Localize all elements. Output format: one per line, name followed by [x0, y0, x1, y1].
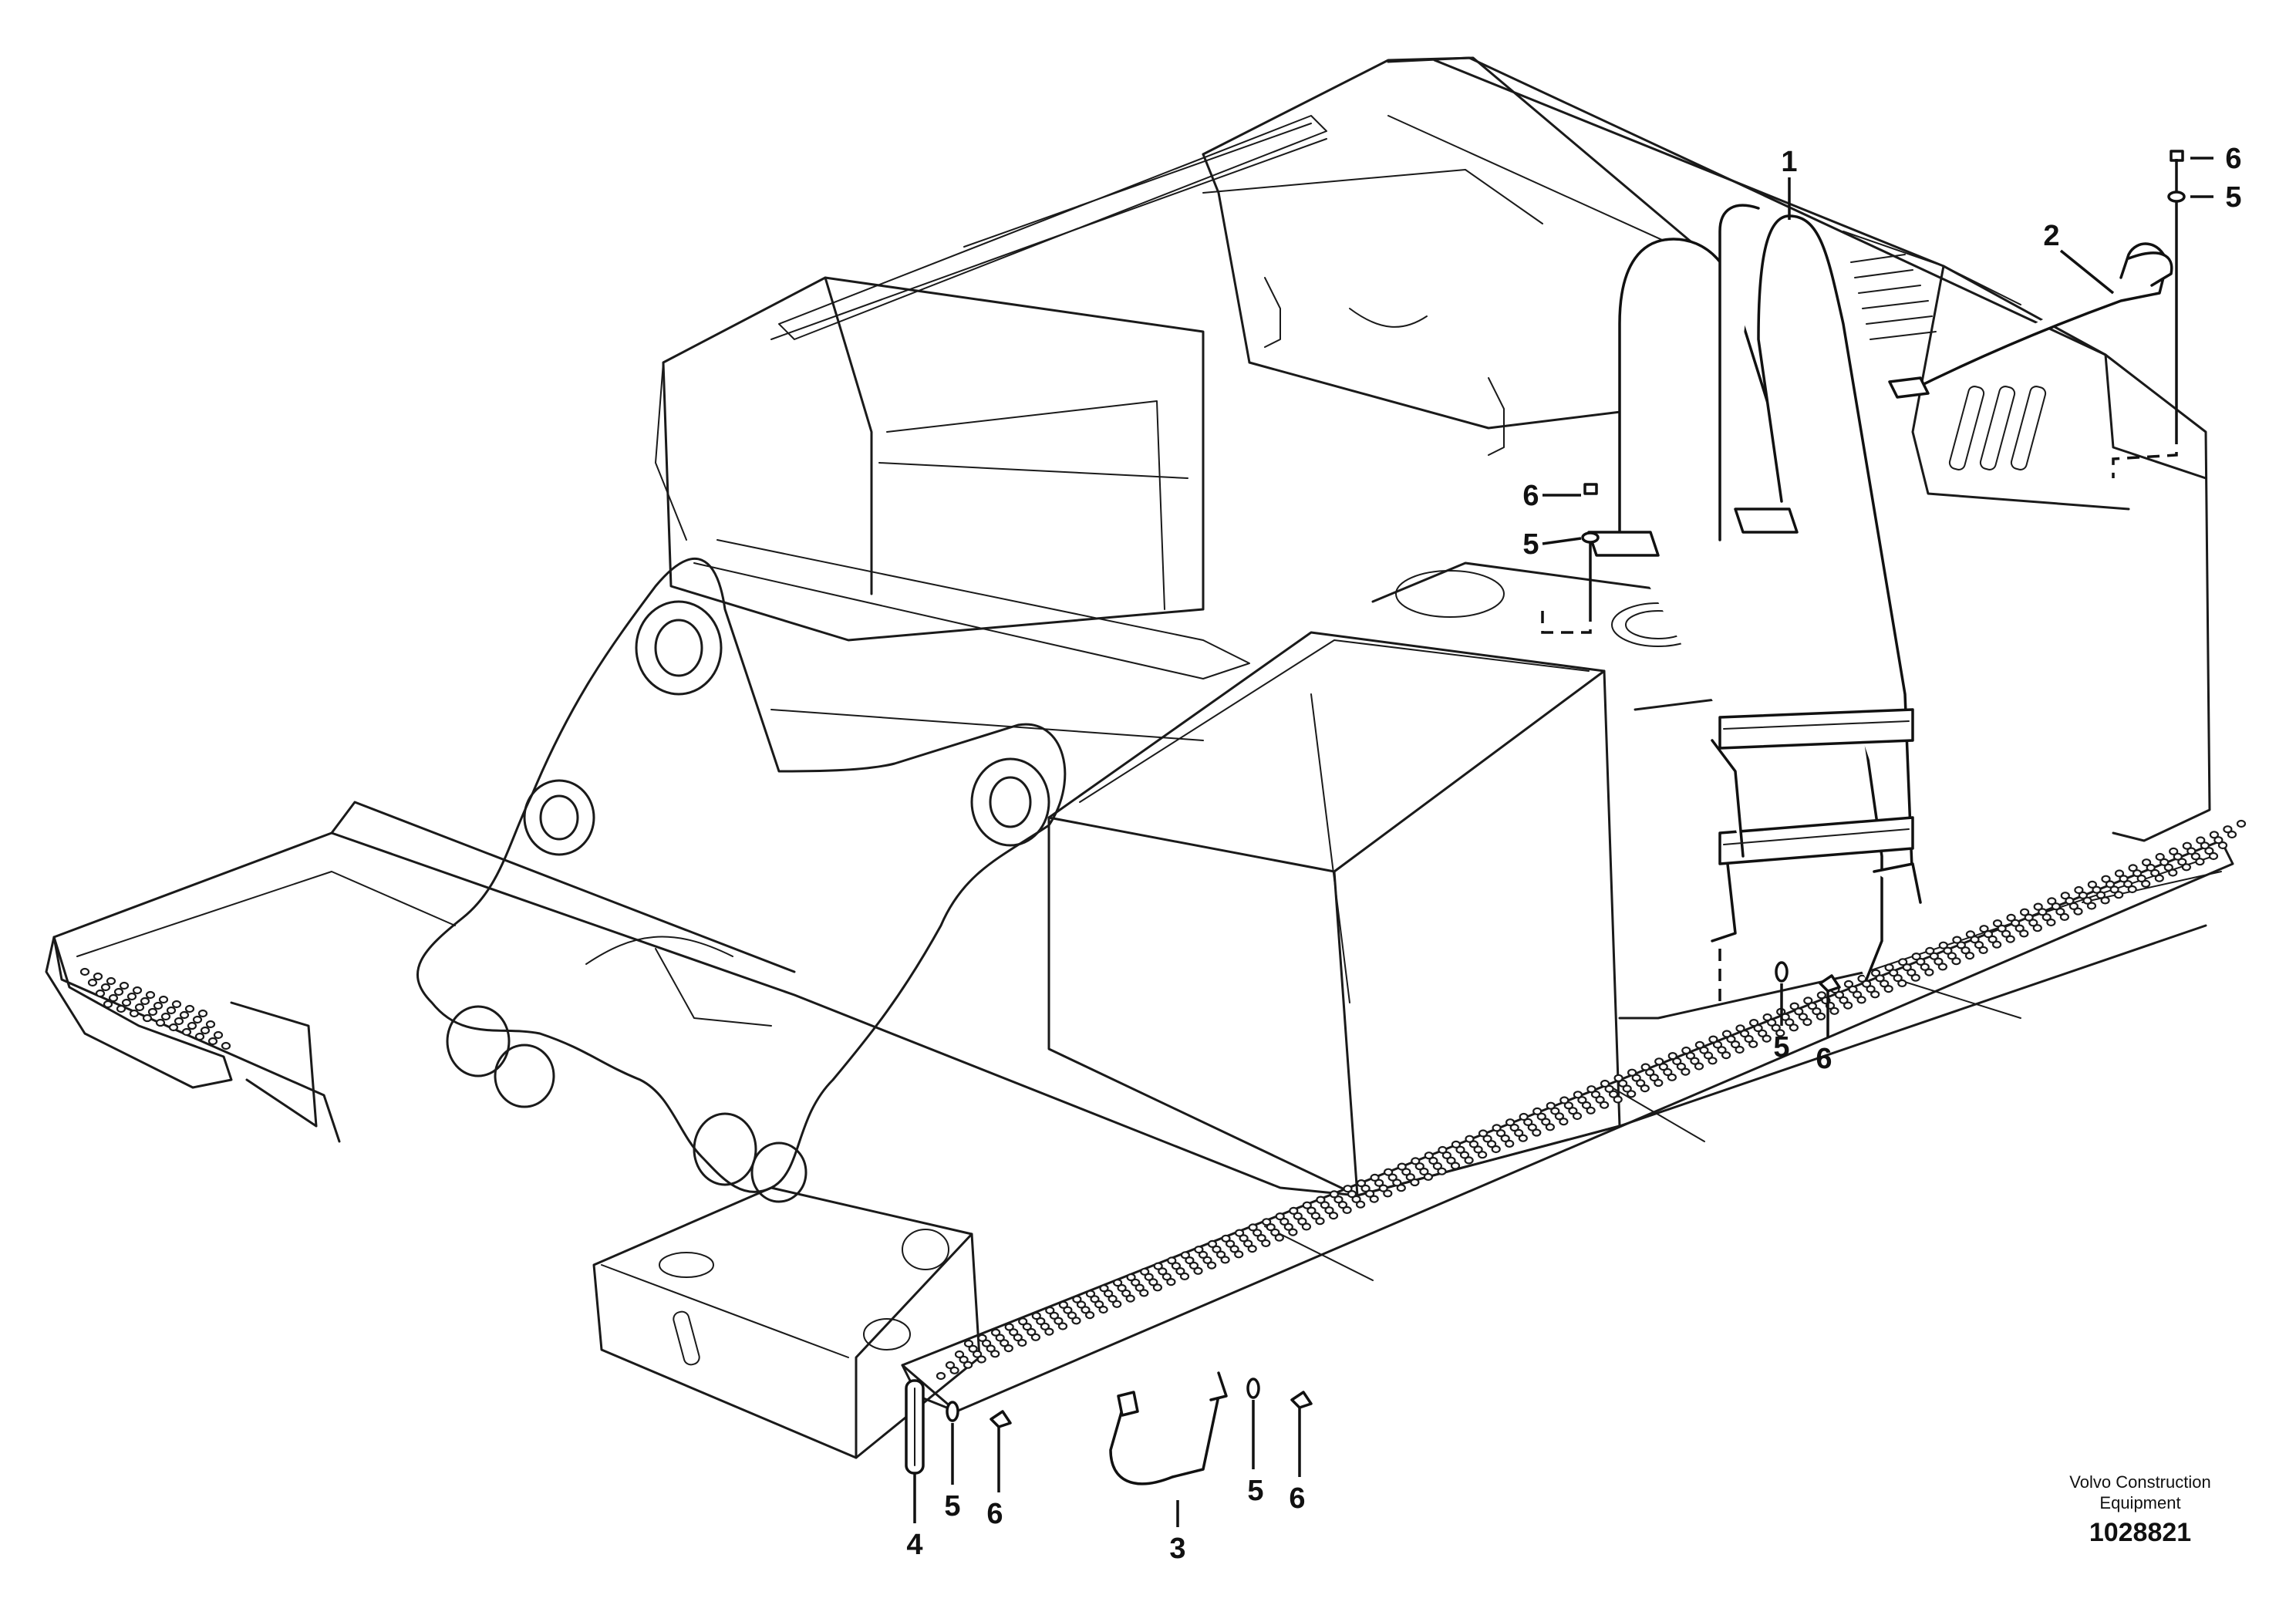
callout-5-ladder-top: 5 — [1522, 528, 1539, 561]
callout-3: 3 — [1169, 1533, 1185, 1565]
manufacturer-label: Volvo Construction Equipment — [2069, 1472, 2211, 1512]
callout-1: 1 — [1781, 146, 1797, 178]
callout-6-front-right: 6 — [1289, 1482, 1305, 1515]
callout-5-front-left: 5 — [944, 1490, 960, 1523]
callout-leader-lines — [913, 157, 2213, 1527]
hardware-washers-bolts — [946, 150, 2186, 1428]
part-4-bracket — [905, 1379, 925, 1475]
assembly-path-dashes — [1541, 432, 2178, 1003]
callout-labels: 1 2 3 4 5 6 5 6 5 6 6 5 6 5 — [906, 143, 2241, 1565]
drawing-number: 1028821 — [2089, 1518, 2192, 1547]
callout-6-ladder-foot: 6 — [1816, 1043, 1832, 1075]
walkway-perforations — [936, 819, 2247, 1381]
part-3-u-handle — [1109, 1371, 1228, 1485]
callout-6-front-left: 6 — [986, 1498, 1003, 1530]
callout-5-ladder-foot: 5 — [1773, 1031, 1789, 1064]
part-1-handrail — [1587, 204, 1922, 981]
part-2-grab-handle — [1888, 242, 2173, 399]
hood-vents — [1850, 254, 2047, 470]
callout-6-ladder-top: 6 — [1522, 480, 1539, 512]
callout-5-handle-top: 5 — [2225, 181, 2241, 214]
callout-4: 4 — [906, 1529, 922, 1561]
callout-5-front-right: 5 — [1247, 1475, 1263, 1507]
callout-6-handle-top: 6 — [2225, 143, 2241, 175]
callout-2: 2 — [2043, 220, 2059, 252]
machine-frame — [45, 56, 2247, 1459]
boom-foot-bracket — [416, 539, 1250, 1203]
